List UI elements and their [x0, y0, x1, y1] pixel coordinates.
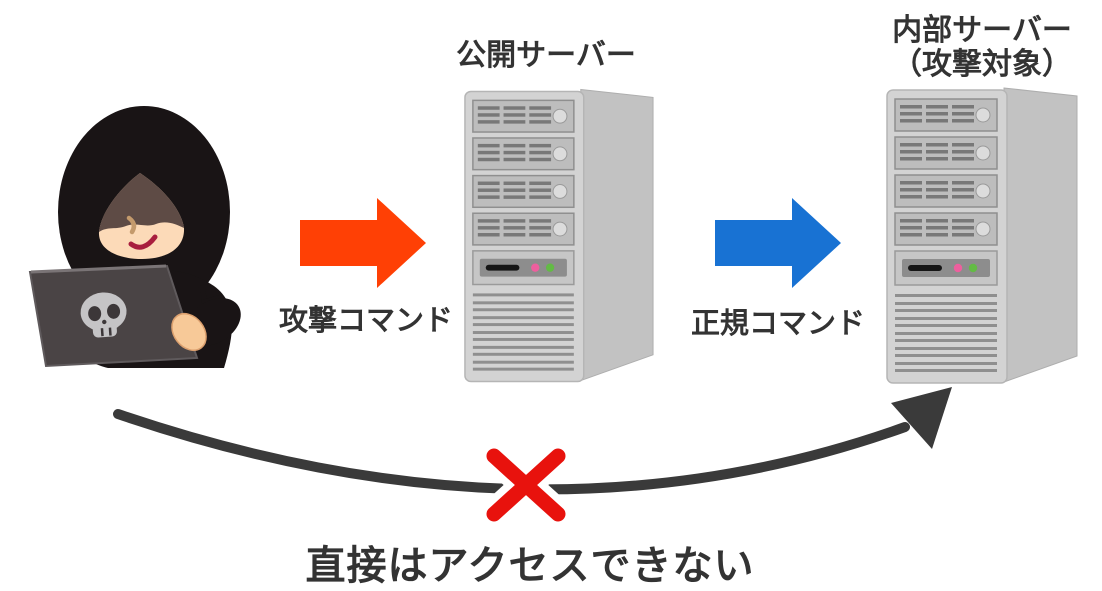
hacker-smile [128, 234, 158, 250]
internal-server-label-line2: （攻撃対象） [892, 47, 1072, 82]
hacker-icon [28, 106, 241, 368]
attack-command-label: 攻撃コマンド [278, 303, 454, 337]
direct-access-caption: 直接はアクセスできない [305, 543, 755, 589]
internal-server-label: 内部サーバー （攻撃対象） [892, 14, 1072, 82]
public-server-label: 公開サーバー [456, 38, 636, 73]
blocked-path-arrowhead [891, 387, 952, 449]
hacker-nose [126, 215, 137, 235]
skull-icon [80, 292, 127, 338]
relay-arrow-icon [715, 198, 841, 288]
internal-server-label-line1: 内部サーバー [892, 13, 1072, 48]
attack-arrow-icon [300, 198, 426, 288]
legitimate-command-label: 正規コマンド [690, 306, 866, 340]
hacker-hand [171, 312, 207, 352]
cross-icon [486, 448, 566, 522]
